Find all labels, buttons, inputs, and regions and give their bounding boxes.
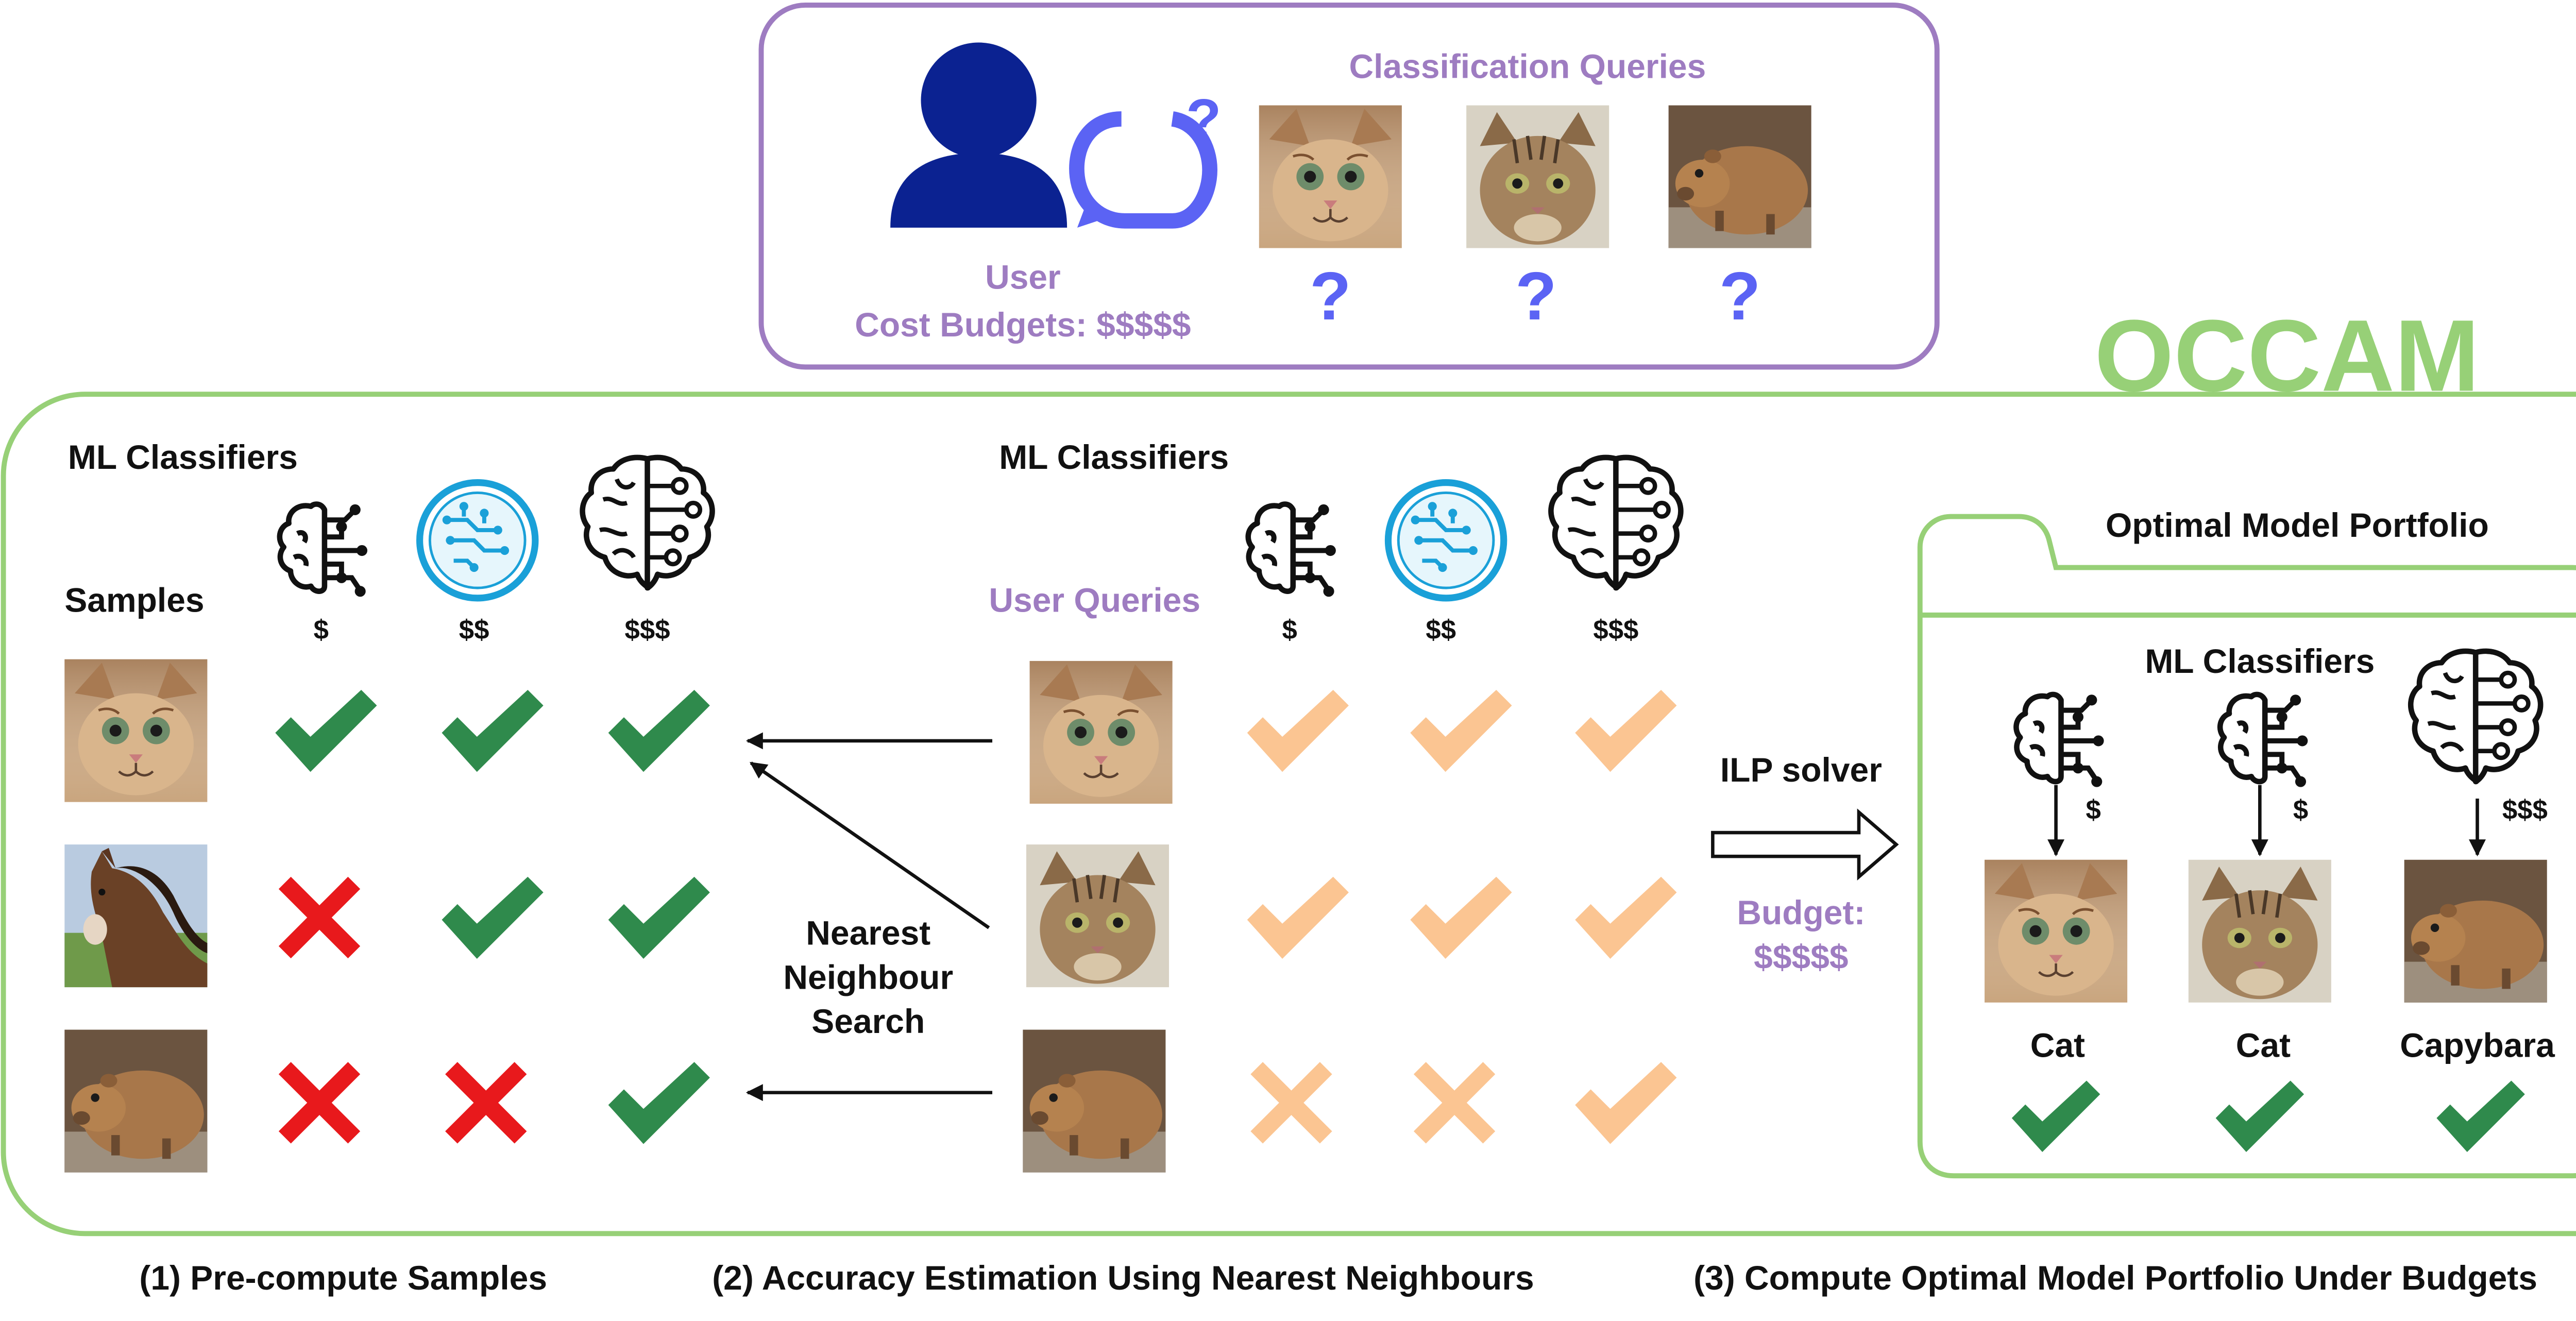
nn-label-line-1: Nearest [806,914,930,952]
s1-expensive-model-icon [583,458,713,588]
s1-result-grid [275,689,710,1144]
s3-model-icon-1 [2016,695,2104,787]
s2-check-r1-c1 [1247,689,1349,772]
s2-check-r1-c3 [1575,689,1677,772]
s3-cost-2: $ [2293,795,2308,825]
query-mark-3: ? [1719,258,1761,334]
s2-cost-1: $ [1282,615,1297,645]
s1-check-r1-c3 [608,689,710,772]
s2-check-r3-c3 [1575,1062,1677,1144]
nn-label-line-2: Neighbour [783,958,953,996]
s3-result-image-3 [2404,860,2547,1003]
s3-check-2 [2215,1080,2304,1153]
query-panel [758,2,1940,370]
caption-2: (2) Accuracy Estimation Using Nearest Ne… [712,1259,1534,1297]
s1-samples-header: Samples [64,581,204,619]
s2-cross-r3-c2 [1413,1062,1496,1144]
s1-cross-r3-c1 [278,1062,361,1144]
s2-expensive-model-icon [1551,458,1681,588]
s1-cross-r2-c1 [278,876,361,959]
s2-cheap-model-icon [1248,504,1336,597]
s1-cost-1: $ [314,615,329,645]
occam-panel [1,392,2576,1237]
s1-check-r1-c1 [275,689,377,772]
query-image-2 [1466,105,1609,248]
s1-cost-2: $$ [459,615,489,645]
s2-check-r1-c2 [1410,689,1512,772]
nn-arrow-2 [750,761,990,929]
s2-classifiers-header: ML Classifiers [999,438,1229,476]
user-label: User [985,258,1061,296]
s1-sample-image-1 [64,659,207,802]
s1-sample-image-2 [64,844,208,988]
caption-3: (3) Compute Optimal Model Portfolio Unde… [1693,1259,2537,1297]
s1-mid-model-icon [420,483,535,598]
classification-queries-title: Classification Queries [1349,47,1706,86]
query-image-1 [1259,105,1402,248]
s3-prediction-1: Cat [2030,1026,2085,1064]
portfolio-title: Optimal Model Portfolio [2106,506,2489,544]
s2-query-image-1 [1030,661,1173,804]
s1-sample-image-3 [64,1030,207,1173]
s3-cost-3: $$$ [2502,795,2548,825]
s1-check-r2-c2 [442,876,544,959]
cost-budget-label: Cost Budgets: $$$$$ [855,306,1191,344]
s1-cheap-model-icon [280,504,367,597]
s3-cost-1: $ [2086,795,2100,825]
s2-check-r2-c1 [1247,876,1349,959]
s1-check-r1-c2 [442,689,544,772]
s1-check-r3-c3 [608,1062,710,1144]
s3-classifiers-header: ML Classifiers [2145,642,2375,680]
s2-queries-header: User Queries [989,581,1200,619]
s3-model-icon-3 [2411,651,2540,782]
s2-query-image-2 [1026,844,1169,987]
ilp-solver-label: ILP solver [1720,751,1882,789]
s2-query-image-3 [1023,1030,1165,1173]
s3-prediction-3: Capybara [2400,1026,2555,1064]
user-avatar-icon [890,42,1067,228]
query-mark-2: ? [1515,258,1557,334]
s1-check-r2-c3 [608,876,710,959]
s3-prediction-2: Cat [2236,1026,2291,1064]
s2-cost-2: $$ [1426,615,1456,645]
s1-cross-r3-c2 [445,1062,527,1144]
s1-cost-3: $$$ [625,615,670,645]
s2-check-r2-c3 [1575,876,1677,959]
s3-model-icon-2 [2220,695,2308,787]
s2-estimate-grid [1247,689,1677,1144]
query-image-3 [1669,105,1811,248]
solver-arrow [1711,808,1899,880]
s2-check-r2-c2 [1410,876,1512,959]
query-mark-1: ? [1310,258,1351,334]
s2-cost-3: $$$ [1593,615,1638,645]
s2-cross-r3-c1 [1250,1062,1332,1144]
budget-value: $$$$$ [1754,938,1848,976]
s3-check-3 [2436,1080,2525,1153]
svg-text:?: ? [1186,87,1222,151]
portfolio-folder [1917,514,2576,1179]
budget-label: Budget: [1737,893,1865,932]
nn-label-line-3: Search [811,1002,925,1040]
s3-result-image-2 [2189,860,2331,1003]
s2-mid-model-icon [1388,483,1503,598]
caption-1: (1) Pre-compute Samples [139,1259,547,1297]
speech-bubble-question-icon: ? [1069,87,1222,229]
s3-result-image-1 [1985,860,2127,1003]
s3-check-1 [2011,1080,2100,1153]
s1-classifiers-header: ML Classifiers [68,438,298,476]
